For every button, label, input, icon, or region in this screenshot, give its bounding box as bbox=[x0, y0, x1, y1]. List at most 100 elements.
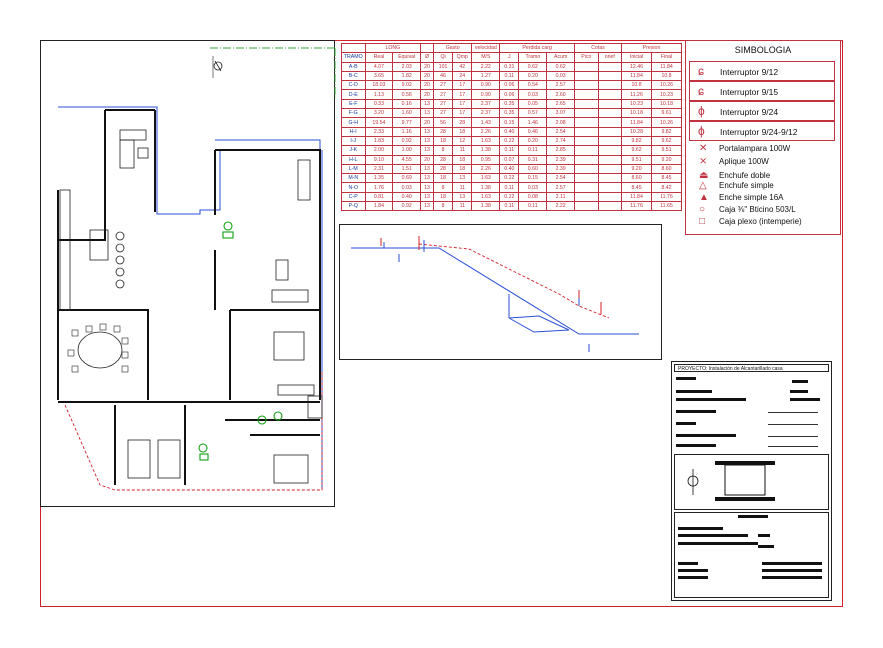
tb-line-2 bbox=[768, 424, 818, 425]
table-cell: 0.35 bbox=[499, 108, 520, 119]
table-cell: 0.40 bbox=[499, 126, 520, 137]
signature-box bbox=[674, 512, 829, 598]
table-cell: 2.85 bbox=[546, 145, 576, 156]
table-cell: 10.26 bbox=[651, 117, 682, 128]
table-cell: 10.26 bbox=[651, 80, 682, 91]
tb-redacted-18 bbox=[678, 569, 708, 572]
table-column-header: Inicial bbox=[621, 52, 652, 63]
table-cell: 13 bbox=[420, 126, 434, 137]
table-cell: N-O bbox=[341, 182, 366, 193]
table-cell: 0.11 bbox=[499, 201, 520, 212]
table-cell bbox=[574, 145, 599, 156]
location-map-box bbox=[674, 454, 829, 510]
table-cell: 0.03 bbox=[392, 182, 422, 193]
desk-2 bbox=[119, 139, 135, 169]
table-group-header: Perdida carg bbox=[499, 42, 576, 54]
table-cell bbox=[597, 80, 623, 91]
table-cell: I-J bbox=[341, 135, 366, 147]
table-cell: 13 bbox=[420, 108, 434, 119]
bed-2 bbox=[273, 454, 309, 484]
table-cell: 8.45 bbox=[621, 182, 652, 193]
table-cell: 27 bbox=[432, 80, 454, 91]
legend-item-enchufe-16a: ▲Enche simple 16A bbox=[699, 192, 784, 203]
table-cell: B-C bbox=[341, 70, 366, 82]
table-cell: 11.26 bbox=[621, 89, 652, 100]
table-cell: 27 bbox=[432, 89, 454, 100]
table-cell: 2.54 bbox=[546, 126, 576, 137]
tb-line-1 bbox=[768, 412, 818, 413]
blue-pipe-branch bbox=[215, 139, 321, 155]
table-cell bbox=[597, 126, 623, 137]
table-cell bbox=[574, 126, 599, 137]
table-cell: 1.27 bbox=[471, 70, 501, 82]
tb-redacted-13 bbox=[678, 534, 748, 537]
table-cell: 0.90 bbox=[471, 80, 501, 91]
table-cell: 2.26 bbox=[471, 163, 501, 175]
table-cell: 0.56 bbox=[392, 89, 422, 100]
table-cell: 0.60 bbox=[518, 163, 548, 175]
tb-redacted-16 bbox=[758, 545, 774, 548]
table-cell bbox=[574, 173, 599, 184]
table-cell: 20 bbox=[420, 70, 434, 82]
table-cell: 18 bbox=[432, 191, 454, 203]
table-cell: 8 bbox=[432, 182, 454, 193]
table-cell: 2.54 bbox=[546, 173, 576, 184]
legend-item-enchufe-simple: △Enchufe simple bbox=[699, 180, 774, 191]
table-cell: 1.63 bbox=[471, 191, 501, 203]
table-cell bbox=[597, 98, 623, 110]
table-cell: 0.54 bbox=[518, 80, 548, 91]
table-cell: 0.03 bbox=[518, 182, 548, 193]
table-cell: 2.00 bbox=[364, 145, 394, 156]
tb-redacted-8 bbox=[676, 422, 696, 425]
table-cell: L-M bbox=[341, 163, 366, 175]
walls bbox=[57, 109, 321, 485]
table-cell: 1.38 bbox=[471, 201, 501, 212]
iso-red-risers bbox=[380, 236, 602, 314]
table-cell: 8 bbox=[432, 145, 454, 156]
table-cell bbox=[597, 89, 623, 100]
table-cell: 13 bbox=[420, 145, 434, 156]
table-cell bbox=[574, 80, 599, 91]
table-cell: 0.08 bbox=[518, 191, 548, 203]
table-cell: M-N bbox=[341, 173, 366, 184]
table-column-header: M/S bbox=[471, 52, 501, 63]
table-cell: 13 bbox=[420, 201, 434, 212]
tb-redacted-10 bbox=[676, 444, 716, 447]
table-cell: 56 bbox=[432, 117, 454, 128]
table-cell: 27 bbox=[432, 108, 454, 119]
table-cell bbox=[597, 145, 623, 156]
tb-redacted-2 bbox=[792, 380, 808, 383]
table-cell: 1.63 bbox=[471, 173, 501, 184]
bathroom-fixtures bbox=[198, 221, 283, 461]
table-cell: 9.51 bbox=[651, 145, 682, 156]
table-cell: 9.62 bbox=[651, 135, 682, 147]
tb-redacted-4 bbox=[790, 390, 808, 393]
table-cell: 2.03 bbox=[392, 61, 422, 72]
table-cell bbox=[597, 70, 623, 82]
tb-redacted-5 bbox=[676, 398, 746, 401]
tb-redacted-6 bbox=[790, 398, 820, 401]
table-cell: 0.35 bbox=[499, 98, 520, 110]
table-cell: 0.15 bbox=[518, 173, 548, 184]
table-cell: 0.05 bbox=[518, 98, 548, 110]
table-cell: 0.62 bbox=[518, 61, 548, 72]
table-group-header bbox=[420, 42, 434, 54]
table-cell: 3.20 bbox=[364, 108, 394, 119]
table-cell bbox=[574, 201, 599, 212]
table-cell bbox=[574, 117, 599, 128]
table-cell: 4.55 bbox=[392, 154, 422, 165]
table-cell: 0.20 bbox=[518, 135, 548, 147]
table-cell: 0.11 bbox=[499, 182, 520, 193]
table-cell: 0.11 bbox=[499, 145, 520, 156]
table-cell bbox=[597, 173, 623, 184]
table-cell: 0.06 bbox=[499, 80, 520, 91]
table-cell: 1.13 bbox=[364, 89, 394, 100]
table-cell: 11.84 bbox=[621, 117, 652, 128]
table-cell: 8.60 bbox=[621, 173, 652, 184]
iso-blue-main bbox=[351, 247, 639, 335]
